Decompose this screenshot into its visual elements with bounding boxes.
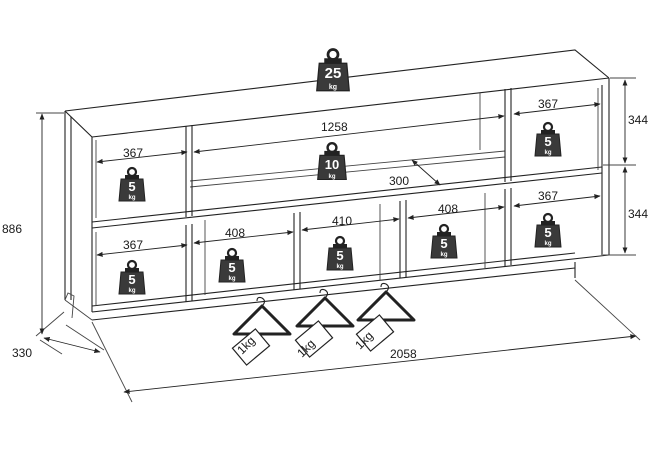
weight-lower-left-unit: kg [128,288,135,294]
dim-upper-left-width: 367 [123,146,143,160]
weight-lower-right-unit: kg [544,241,551,247]
weight-upper-right-value: 5 [544,134,551,149]
weight-upper-middle-value: 10 [325,157,339,172]
dim-upper-middle-width: 1258 [321,120,348,134]
weight-lower-right-value: 5 [544,225,551,240]
weight-top-unit: kg [329,84,337,91]
dim-upper-right-width: 367 [538,97,558,111]
weight-upper-right-unit: kg [544,150,551,156]
dimension-labels: 367 1258 367 300 367 408 410 408 367 886… [2,97,648,361]
dim-upper-height: 344 [628,113,648,127]
dim-depth-inner: 300 [389,174,409,188]
dim-lower-2-width: 408 [225,226,245,240]
cabinet-outline [64,49,610,321]
dim-lower-right-width: 367 [538,189,558,203]
weight-lower-3-unit: kg [336,264,343,270]
hanger-2-icon [294,288,355,358]
weight-lower-4-unit: kg [440,252,447,258]
dim-lower-left-width: 367 [123,238,143,252]
weight-lower-4-value: 5 [440,236,447,251]
weight-upper-middle-unit: kg [328,174,335,180]
weight-top-value: 25 [325,65,342,82]
hanger-1-icon [231,296,292,366]
hanger-3-icon [355,282,416,352]
weight-lower-2-unit: kg [228,276,235,282]
weight-upper-left-value: 5 [128,179,135,194]
dim-height: 886 [2,222,22,236]
dim-lower-height: 344 [628,207,648,221]
dim-total-width: 2058 [390,347,417,361]
dim-lower-3-width: 410 [332,214,352,228]
dim-depth: 330 [12,346,32,360]
weight-lower-3-value: 5 [336,248,343,263]
weight-lower-left-value: 5 [128,272,135,287]
weight-lower-2-value: 5 [228,260,235,275]
dim-lower-4-width: 408 [438,202,458,216]
weight-upper-left-unit: kg [128,195,135,201]
dimension-lines [35,77,641,403]
